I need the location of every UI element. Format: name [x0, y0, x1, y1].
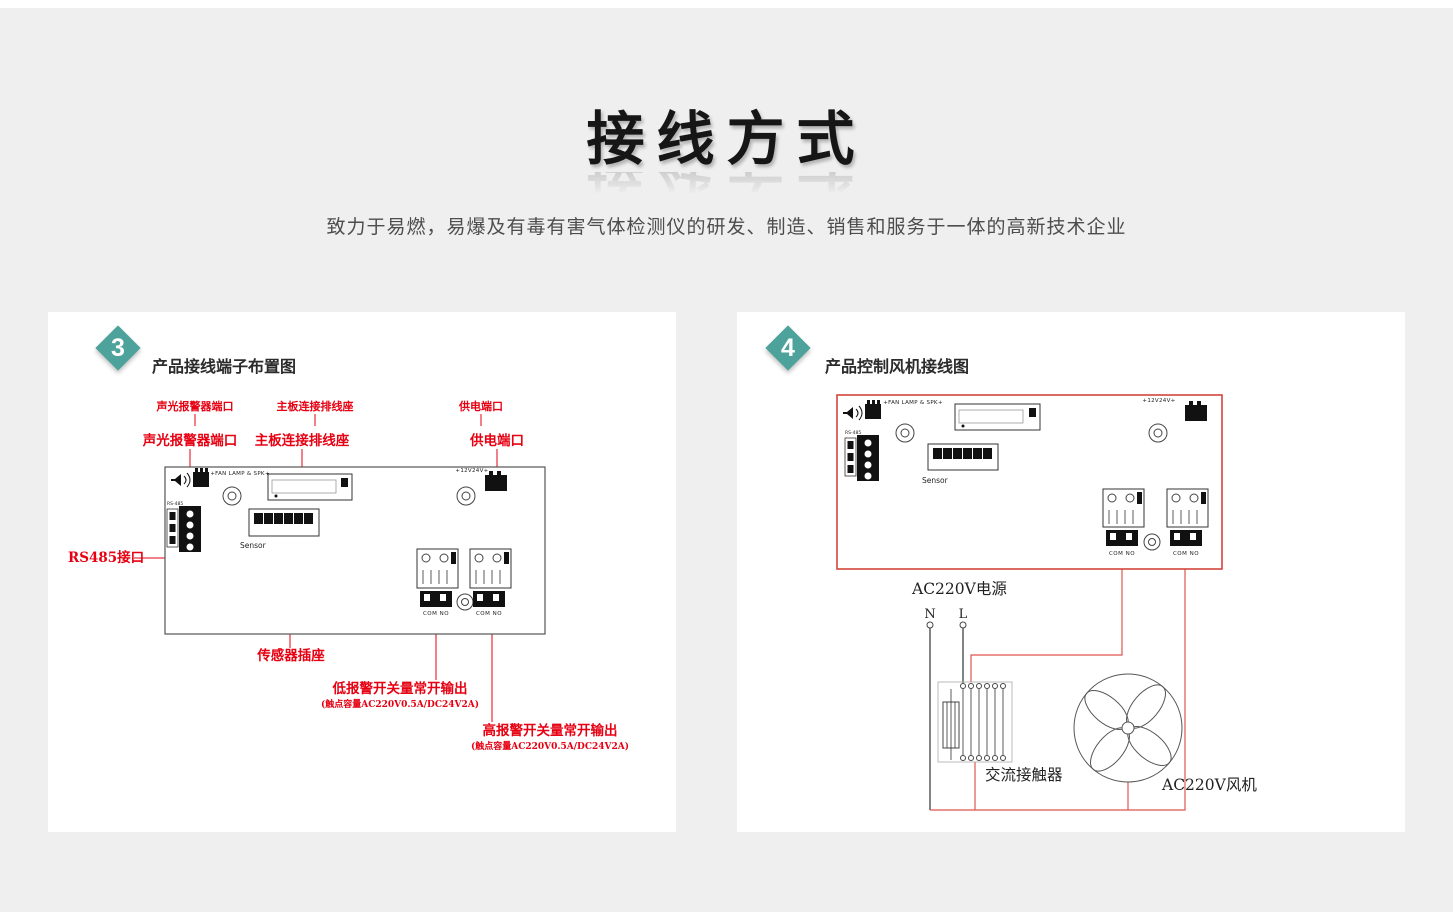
mainboard-connector — [954, 403, 1041, 431]
board-header-right: +12V24V+ — [455, 468, 488, 474]
panel-title: 产品控制风机接线图 — [825, 359, 970, 377]
panel-number-badge: 4 — [765, 325, 811, 371]
callout-high-alarm: 高报警开关量常开输出 — [483, 722, 618, 739]
callout-labels: 声光报警器端口 主板连接排线座 供电端口 声光报警器端口 主板连接排线座 供电端… — [68, 399, 629, 752]
sensor-label: Sensor — [240, 541, 267, 550]
top-strip — [0, 0, 1453, 8]
callout-mainboard: 主板连接排线座 — [255, 432, 350, 449]
sensor-connector: Sensor — [922, 443, 999, 485]
fan-symbol: AC220V风机 — [1073, 673, 1257, 794]
callout-low-alarm: 低报警开关量常开输出 — [332, 680, 468, 697]
fan-label: AC220V风机 — [1161, 776, 1257, 794]
board-header-left: +FAN LAMP & SPK+ — [883, 400, 943, 406]
panel-terminal-layout: 3 产品接线端子布置图 声光报警器端口 主板连接排线座 供电端口 声光报警器端口… — [48, 312, 676, 832]
contactor-symbol: 交流接触器 — [937, 681, 1063, 784]
mounting-hole — [456, 486, 476, 506]
panel-number: 4 — [781, 333, 795, 362]
callout-mainboard-top: 主板连接排线座 — [277, 399, 354, 413]
relay-label: COM NO — [1173, 551, 1199, 557]
contactor-label: 交流接触器 — [985, 766, 1063, 784]
rs485-terminal-label: RS-485 — [845, 430, 861, 436]
wires — [929, 569, 1186, 811]
callout-sensor-socket: 传感器插座 — [256, 647, 325, 664]
panel-title: 产品接线端子布置图 — [152, 359, 297, 377]
mounting-hole — [895, 423, 915, 443]
sensor-label: Sensor — [922, 476, 949, 485]
power-supply-label: AC220V电源 — [911, 580, 1007, 598]
alarm-connector — [193, 468, 209, 487]
power-connector — [485, 471, 507, 491]
relay-label: COM NO — [476, 611, 502, 617]
power-connector — [1185, 401, 1207, 421]
relay-block-high: COM NO — [469, 548, 512, 617]
callout-power-port: 供电端口 — [469, 432, 524, 449]
rs485-terminal-label: RS-485 — [167, 501, 183, 507]
speaker-icon — [843, 405, 863, 421]
mainboard-connector — [267, 473, 353, 501]
speaker-icon — [171, 472, 191, 488]
fan-wiring-diagram: +FAN LAMP & SPK+ +12V24V+ RS-485 — [836, 394, 1257, 811]
callout-low-alarm-spec: (触点容量AC220V0.5A/DC24V2A) — [321, 698, 479, 710]
panel-fan-wiring: 4 产品控制风机接线图 +FAN LAMP & SP — [737, 312, 1405, 832]
live-label: L — [959, 607, 968, 622]
panel-number: 3 — [111, 333, 125, 362]
rs485-terminal: RS-485 — [166, 501, 201, 552]
board-header-right: +12V24V+ — [1142, 398, 1175, 404]
callout-power-port-top: 供电端口 — [458, 399, 503, 413]
panel-number-badge: 3 — [95, 325, 141, 371]
board-hole — [1143, 533, 1161, 551]
relay-block-low: COM NO — [1102, 488, 1145, 557]
page-subtitle: 致力于易燃，易爆及有毒有害气体检测仪的研发、制造、销售和服务于一体的高新技术企业 — [326, 217, 1127, 238]
mounting-hole — [1148, 423, 1168, 443]
relay-block-high: COM NO — [1166, 488, 1209, 557]
alarm-connector — [865, 400, 881, 419]
callout-high-alarm-spec: (触点容量AC220V0.5A/DC24V2A) — [471, 740, 629, 752]
callout-alarm-port: 声光报警器端口 — [142, 432, 238, 449]
page-title-reflection: 接线方式 — [0, 172, 1453, 210]
callout-alarm-port-top: 声光报警器端口 — [156, 399, 234, 413]
board-hole — [456, 593, 474, 611]
mounting-hole — [222, 486, 242, 506]
relay-block-low: COM NO — [416, 548, 459, 617]
relay-label: COM NO — [423, 611, 449, 617]
circuit-board: +FAN LAMP & SPK+ +12V24V+ RS-485 — [164, 466, 546, 635]
circuit-board: +FAN LAMP & SPK+ +12V24V+ RS-485 — [836, 394, 1223, 570]
rs485-terminal: RS-485 — [844, 430, 879, 481]
page-title: 接线方式 — [586, 105, 867, 173]
board-header-left: +FAN LAMP & SPK+ — [210, 471, 270, 477]
ac-supply: AC220V电源 N L — [911, 580, 1007, 629]
sensor-connector: Sensor — [240, 508, 320, 550]
callout-rs485: RS485接口 — [68, 549, 144, 566]
relay-label: COM NO — [1109, 551, 1135, 557]
page-header: 接线方式 接线方式 致力于易燃，易爆及有毒有害气体检测仪的研发、制造、销售和服务… — [0, 92, 1453, 239]
neutral-label: N — [924, 607, 935, 622]
terminal-layout-diagram: 声光报警器端口 主板连接排线座 供电端口 声光报警器端口 主板连接排线座 供电端… — [68, 399, 629, 752]
